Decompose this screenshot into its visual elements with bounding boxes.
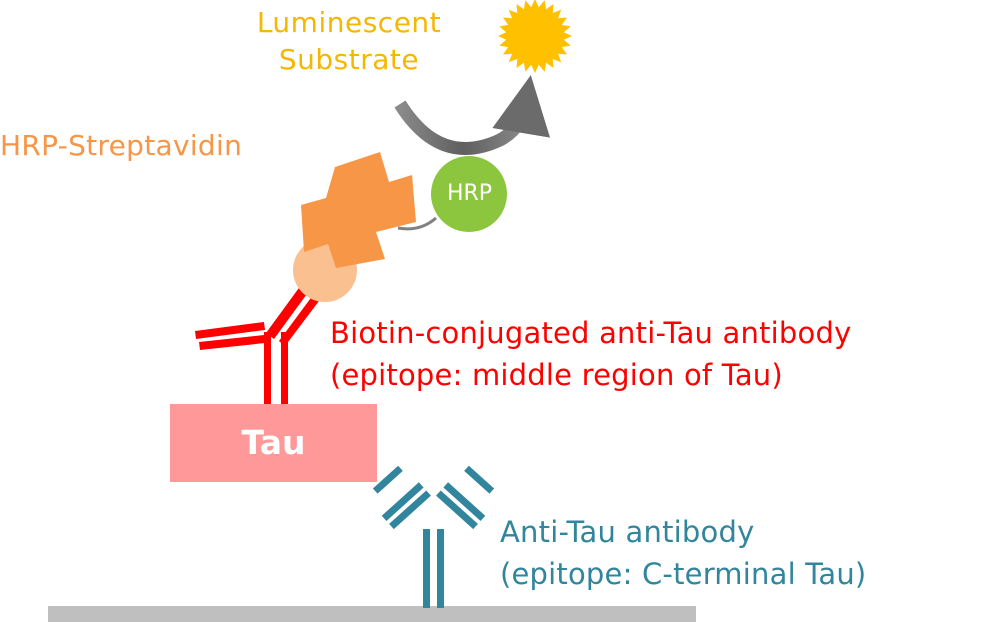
capture-antibody-line-2: (epitope: C-terminal Tau) [500,557,867,591]
capture-antibody-label: Anti-Tau antibody (epitope: C-terminal T… [500,511,866,595]
hrp-linker [397,216,437,231]
hrp-streptavidin-label: HRP-Streptavidin [0,129,243,162]
hrp-circle [431,156,507,232]
tau-label: Tau [241,423,306,462]
hrp-label: HRP [446,181,493,206]
biotin-antibody-line-2: (epitope: middle region of Tau) [330,358,783,392]
substrate-line-2: Substrate [278,43,420,76]
substrate-line-1: Luminescent [256,6,442,39]
biotin-antibody-line-1: Biotin-conjugated anti-Tau antibody [330,316,852,350]
detection-antibody [195,281,322,404]
streptavidin-cross [301,152,416,268]
luminescence-sun-icon [498,0,572,73]
capture-antibody-line-1: Anti-Tau antibody [500,515,755,549]
luminescent-substrate-label: Luminescent Substrate [225,4,473,78]
plate-surface [48,606,696,622]
tau-box [170,404,377,482]
reaction-arrow [394,75,551,155]
biotin-antibody-label: Biotin-conjugated anti-Tau antibody (epi… [330,312,851,396]
capture-antibody [372,465,495,608]
